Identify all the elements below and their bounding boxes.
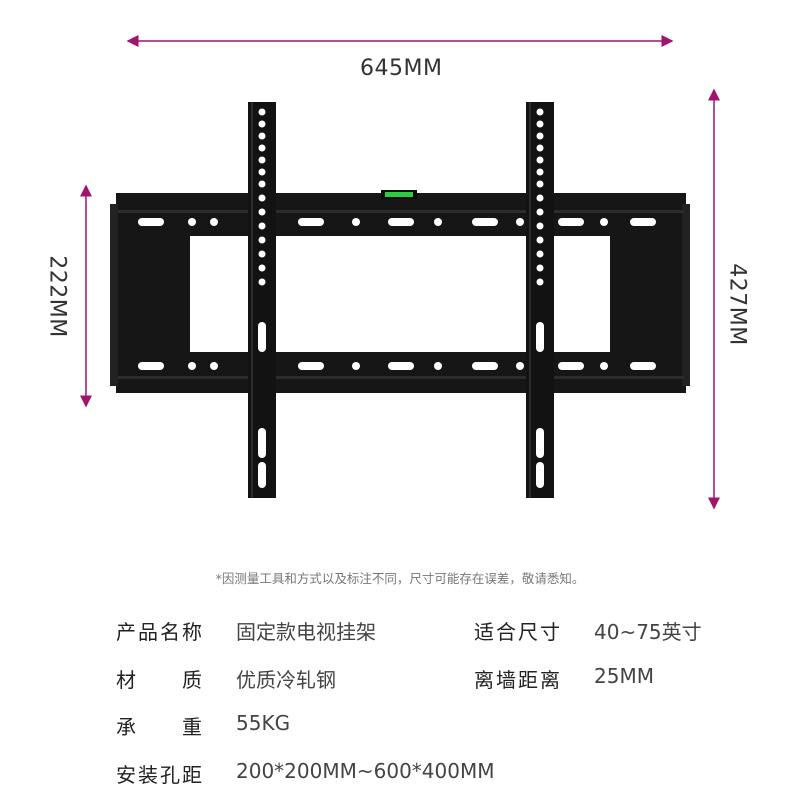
measurement-disclaimer: *因测量工具和方式以及标注不同，尺寸可能存在误差，敬请悉知。: [215, 571, 585, 586]
spec-value-product-name: 固定款电视挂架: [236, 620, 376, 644]
left-arm: [248, 102, 276, 498]
right-height-dimension-label: 427MM: [724, 263, 750, 346]
width-dimension-label: 645MM: [360, 56, 443, 81]
spec-label-fit-size: 适合尺寸: [474, 620, 562, 644]
spec-label-product-name: 产品名称: [116, 620, 204, 644]
wall-plate: [110, 190, 690, 393]
spec-label-mounting-hole-spacing: 安装孔距: [116, 763, 204, 787]
spec-value-fit-size: 40~75英寸: [594, 620, 702, 644]
spec-value-mounting-hole-spacing: 200*200MM~600*400MM: [236, 759, 495, 783]
spec-label-load-capacity: 承 重: [116, 715, 204, 739]
spec-value-wall-distance: 25MM: [594, 664, 654, 688]
left-height-dimension-label: 222MM: [44, 255, 70, 338]
spec-value-material: 优质冷轧钢: [236, 668, 336, 692]
right-arm: [526, 102, 554, 498]
spec-label-wall-distance: 离墙距离: [474, 668, 562, 692]
spec-label-material: 材 质: [116, 668, 204, 692]
spec-value-load-capacity: 55KG: [236, 711, 291, 735]
